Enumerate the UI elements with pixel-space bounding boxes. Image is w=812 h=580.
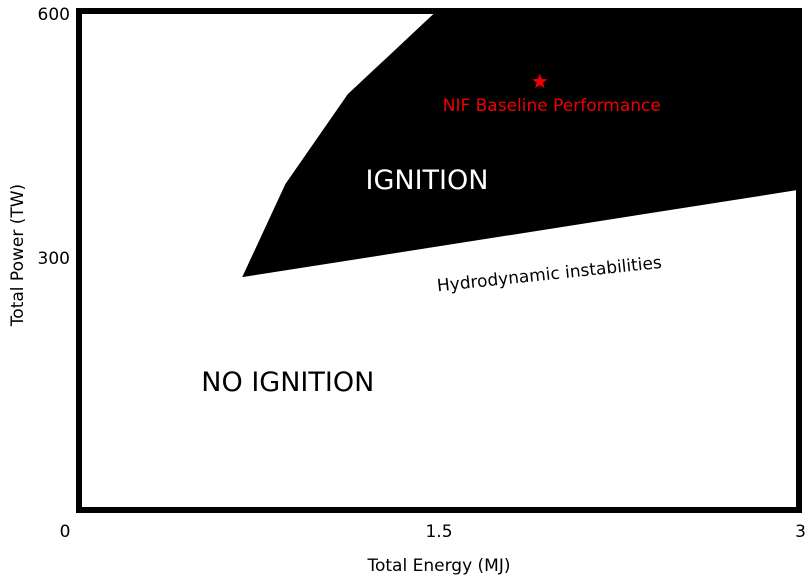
y-axis-label: Total Power (TW)	[8, 184, 28, 327]
x-tick-label-0: 0	[60, 522, 71, 542]
y-tick-label-0: 600	[38, 5, 70, 25]
plot-frame	[76, 8, 802, 513]
x-tick-label-2: 3	[795, 522, 806, 542]
performance-points	[532, 73, 548, 89]
star-marker-0	[532, 73, 548, 89]
boundary-label-1: Hydrodynamic instabilities	[436, 253, 663, 297]
ignition-region	[242, 11, 799, 278]
y-tick-label-1: 300	[38, 249, 70, 269]
annotation-label-0: NIF Baseline Performance	[443, 96, 661, 116]
x-tick-label-1: 1.5	[425, 522, 452, 542]
region-label-1: NO IGNITION	[201, 367, 374, 398]
x-axis-label: Total Energy (MJ)	[367, 556, 511, 576]
region-label-0: IGNITION	[366, 165, 489, 196]
